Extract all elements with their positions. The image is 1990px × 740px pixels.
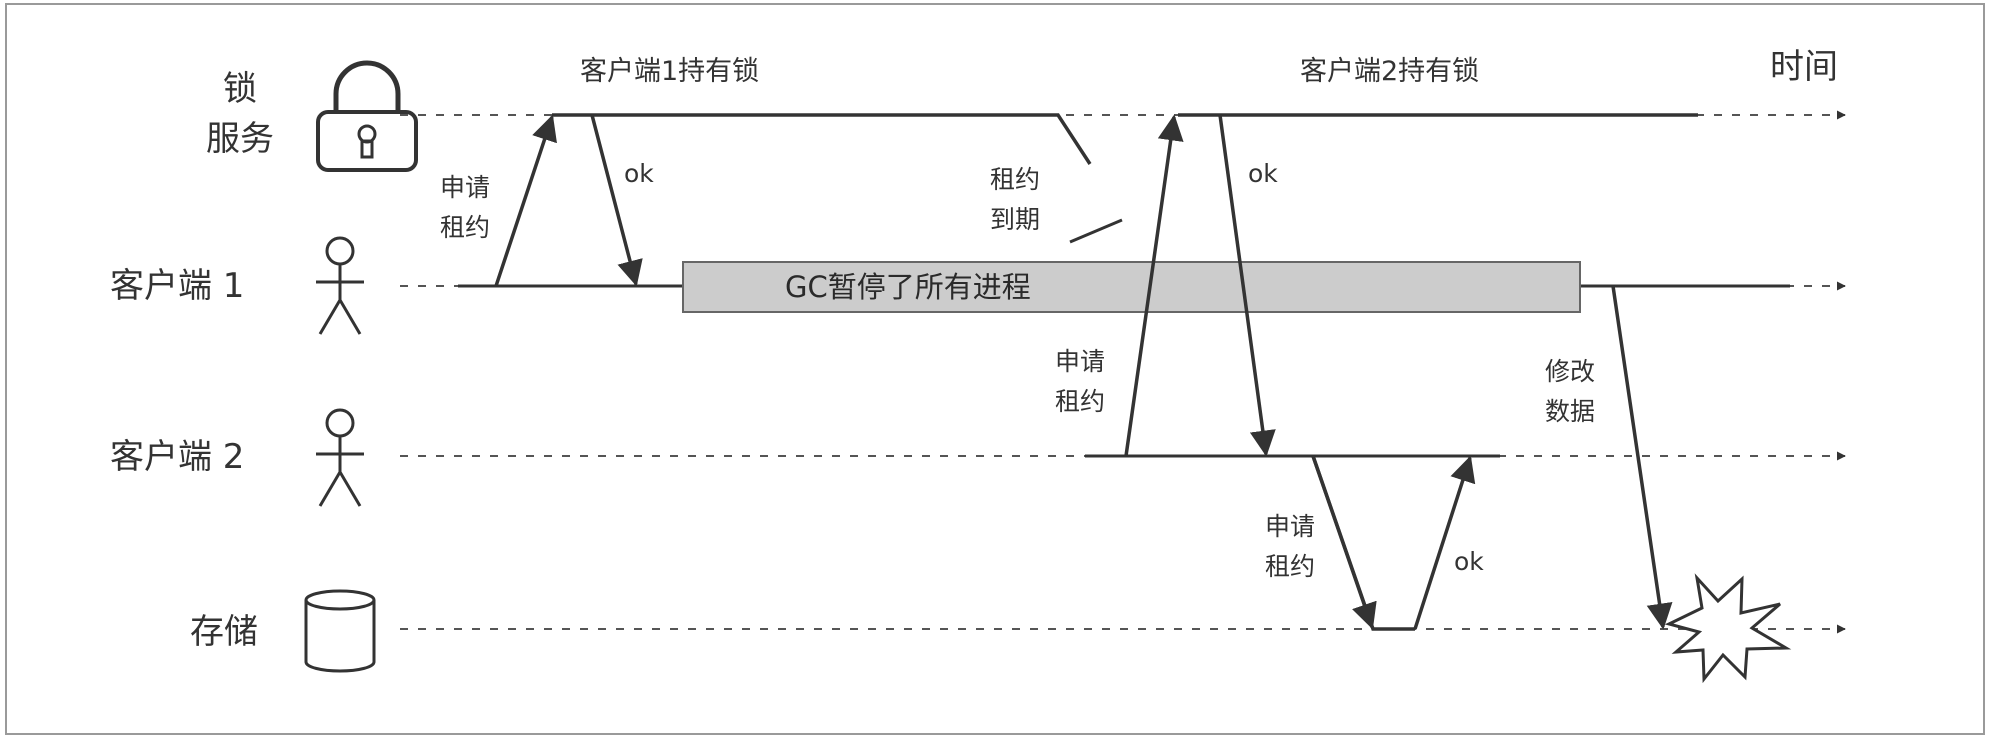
person-icon (316, 408, 364, 507)
c2-storage-ok-label: ok (1454, 547, 1484, 576)
c1-request-arrow (494, 114, 557, 287)
c1-modify-label-line1: 修改 (1545, 357, 1595, 386)
lane-lock-service: 锁 服务 (206, 60, 1846, 172)
diagram-frame (5, 3, 1985, 735)
c2-request-label-line2: 租约 (1055, 387, 1105, 416)
gc-pause-bar: GC暂停了所有进程 (682, 261, 1581, 313)
person-icon (316, 236, 364, 335)
lane-storage: 存储 (190, 589, 1846, 673)
lease-expired-label-line2: 到期 (990, 205, 1040, 234)
lease-expired-label-line1: 租约 (990, 165, 1040, 194)
c1-ok-label: ok (624, 159, 654, 188)
c2-request-arrow (1124, 114, 1184, 457)
client1-holds-lock-label: 客户端1持有锁 (580, 56, 759, 87)
lane-client2-label: 客户端 2 (110, 437, 244, 477)
c2-storage-request-label-line1: 申请 (1265, 512, 1315, 541)
c2-storage-ok-arrow (1413, 455, 1476, 630)
gc-pause-label: GC暂停了所有进程 (785, 270, 1031, 304)
c2-storage-request-label-line2: 租约 (1265, 552, 1315, 581)
lane-lock-service-label-line1: 锁 (223, 69, 257, 109)
c1-request-label-line2: 租约 (440, 213, 490, 242)
lane-client1-label: 客户端 1 (110, 266, 244, 306)
c2-ok-arrow (1218, 114, 1276, 457)
client2-holds-lock: 客户端2持有锁 (1178, 56, 1698, 117)
lane-storage-label: 存储 (190, 612, 258, 652)
client2-holds-lock-label: 客户端2持有锁 (1300, 56, 1479, 87)
c2-ok-label: ok (1248, 159, 1278, 188)
c1-modify-label-line2: 数据 (1545, 397, 1595, 426)
c1-request-label-line1: 申请 (440, 173, 490, 202)
client1-holds-lock: 客户端1持有锁 (552, 56, 1092, 165)
c1-modify-arrow (1611, 285, 1673, 630)
c2-request-label-line1: 申请 (1055, 347, 1105, 376)
lane-lock-service-label-line2: 服务 (206, 119, 274, 159)
c1-ok-arrow (590, 114, 643, 287)
lease-expired-cross (1069, 218, 1123, 244)
database-cylinder-icon (304, 589, 376, 673)
conflict-burst-icon (1664, 573, 1792, 684)
time-axis-label: 时间 (1770, 47, 1838, 87)
padlock-icon (316, 60, 418, 172)
c2-storage-request-arrow (1311, 455, 1377, 630)
